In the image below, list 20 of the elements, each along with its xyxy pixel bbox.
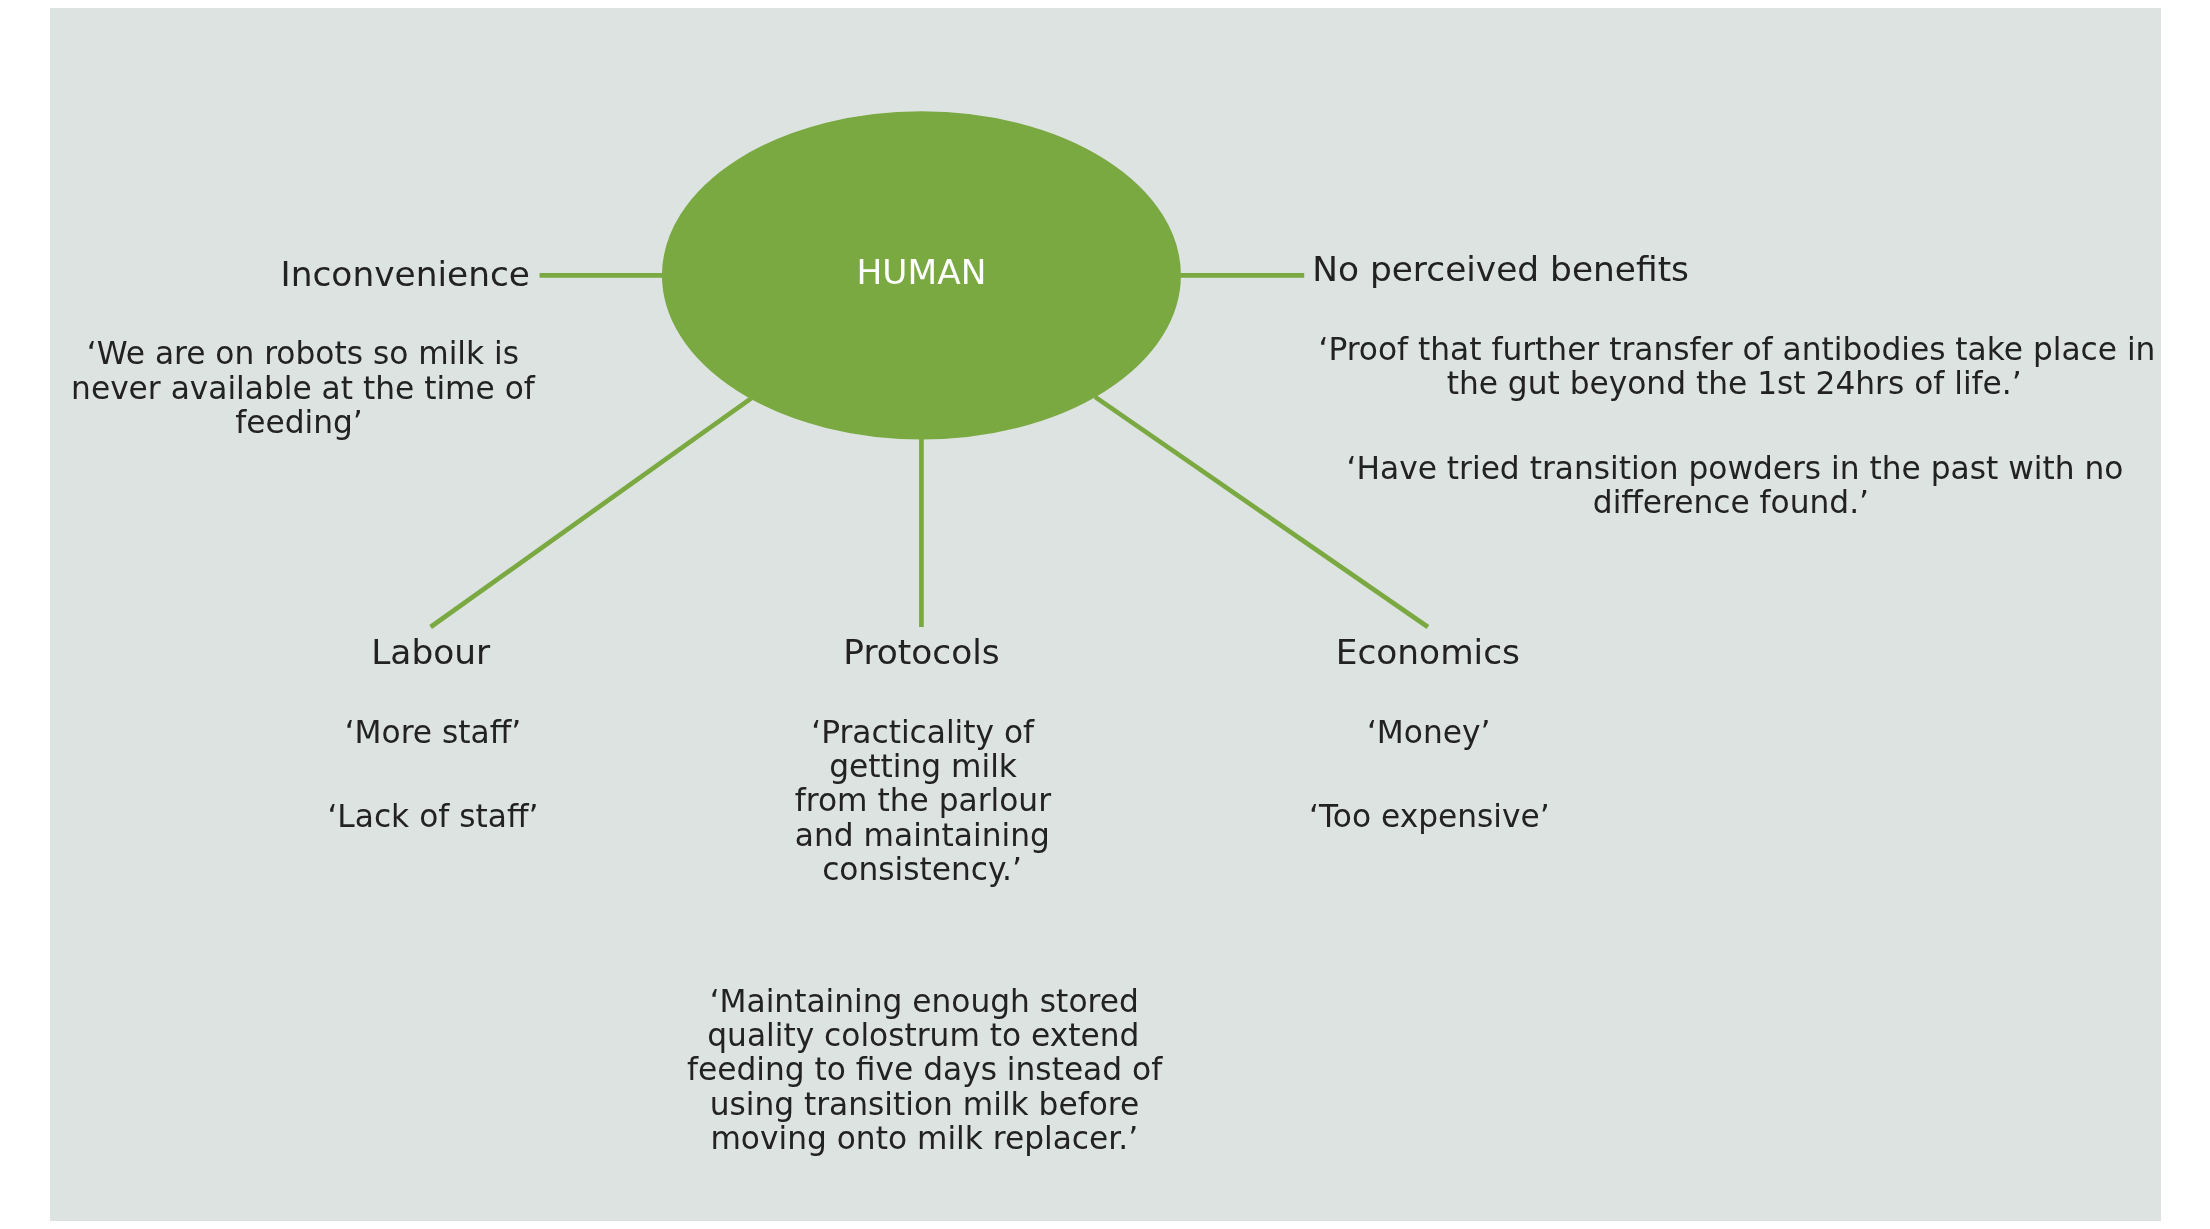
node-text: No perceived benefits — [1311, 248, 1689, 289]
connector — [918, 439, 924, 627]
node-label: ‘Have tried transition powders in the past with no difference found.’ — [1346, 449, 2123, 520]
node-label: ‘Too expensive’ — [1308, 798, 1550, 835]
node-label: ‘Lack of staff’ — [326, 798, 538, 835]
node-label: ‘We are on robots so milk is never available at the time of feeding’ — [70, 335, 535, 441]
connector — [1093, 394, 1429, 629]
node-ellipse: HUMAN — [661, 111, 1181, 440]
node-label: ‘Practicality of getting milk from the parlour and maintaining consistency.’ — [794, 713, 1051, 888]
node-text: Inconvenience — [280, 253, 530, 294]
connector — [1179, 272, 1304, 278]
node-label: ‘More staff’ — [344, 713, 521, 750]
node-label: ‘Money’ — [1366, 713, 1490, 750]
node-text: Labour — [370, 631, 490, 672]
node-text: Protocols — [842, 631, 1000, 672]
node-label: ‘Proof that further transfer of antibodies take place in the gut beyond the 1st 24hrs of life.’ — [1317, 330, 2155, 402]
connector — [539, 272, 663, 278]
connector — [428, 396, 753, 629]
node-text: Economics — [1335, 631, 1520, 672]
node-label: ‘Maintaining enough stored quality colostrum to extend feeding to five days instead of using transition milk before moving onto milk replacer.’ — [686, 982, 1162, 1157]
